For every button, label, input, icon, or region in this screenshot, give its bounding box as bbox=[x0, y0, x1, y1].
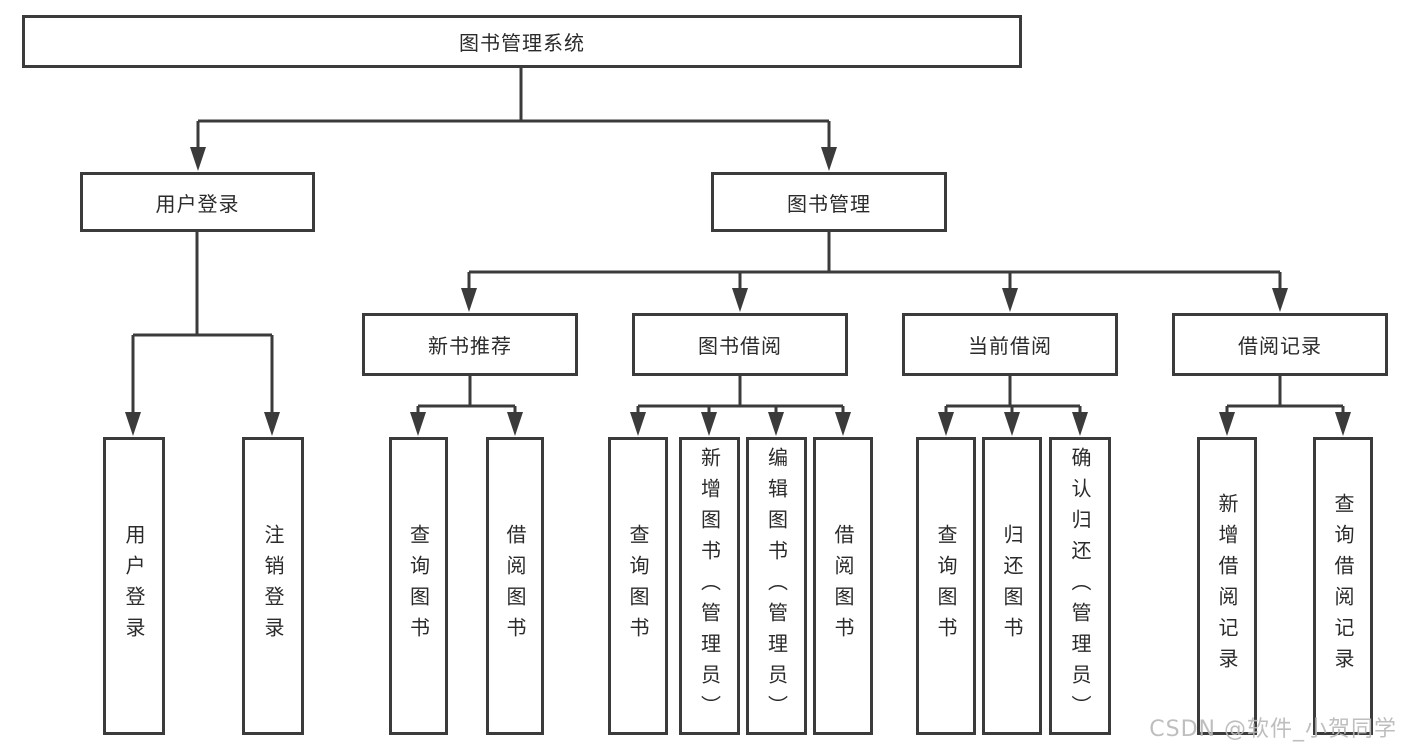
leaf-add-borrow-record: 新增借阅记录 bbox=[1197, 437, 1257, 735]
node-user-login: 用户登录 bbox=[80, 172, 315, 232]
leaf-query-borrow-record: 查询借阅记录 bbox=[1313, 437, 1373, 735]
node-user-login-label: 用户登录 bbox=[155, 191, 240, 216]
leaf-recommend-borrow-book: 借阅图书 bbox=[486, 437, 544, 735]
node-book-borrow: 图书借阅 bbox=[632, 313, 848, 376]
node-book-management-label: 图书管理 bbox=[787, 191, 871, 216]
leaf-current-query-book: 查询图书 bbox=[916, 437, 976, 735]
leaf-add-borrow-record-label: 新增借阅记录 bbox=[1215, 493, 1239, 679]
leaf-edit-book-admin-label: 编辑图书（管理员） bbox=[764, 446, 789, 726]
node-book-management: 图书管理 bbox=[711, 172, 947, 232]
leaf-recommend-query-book-label: 查询图书 bbox=[406, 524, 431, 648]
node-borrow-records: 借阅记录 bbox=[1172, 313, 1388, 376]
leaf-borrow-book: 借阅图书 bbox=[813, 437, 873, 735]
node-root: 图书管理系统 bbox=[22, 15, 1022, 68]
leaf-user-login-label: 用户登录 bbox=[122, 524, 146, 648]
node-book-borrow-label: 图书借阅 bbox=[698, 334, 782, 358]
node-new-book-recommend-label: 新书推荐 bbox=[428, 334, 512, 358]
leaf-confirm-return-admin-label: 确认归还（管理员） bbox=[1068, 446, 1092, 726]
leaf-add-book-admin-label: 新增图书（管理员） bbox=[697, 446, 722, 726]
node-root-label: 图书管理系统 bbox=[459, 31, 585, 55]
leaf-add-book-admin: 新增图书（管理员） bbox=[679, 437, 740, 735]
leaf-edit-book-admin: 编辑图书（管理员） bbox=[746, 437, 807, 735]
node-new-book-recommend: 新书推荐 bbox=[362, 313, 578, 376]
leaf-current-query-book-label: 查询图书 bbox=[934, 524, 958, 648]
node-current-borrow: 当前借阅 bbox=[902, 313, 1118, 376]
leaf-borrow-book-label: 借阅图书 bbox=[831, 524, 855, 648]
leaf-borrow-query-book: 查询图书 bbox=[608, 437, 668, 735]
leaf-recommend-borrow-book-label: 借阅图书 bbox=[503, 524, 527, 648]
leaf-return-book: 归还图书 bbox=[982, 437, 1042, 735]
leaf-confirm-return-admin: 确认归还（管理员） bbox=[1049, 437, 1111, 735]
leaf-logout: 注销登录 bbox=[242, 437, 304, 735]
leaf-return-book-label: 归还图书 bbox=[1000, 524, 1024, 648]
leaf-borrow-query-book-label: 查询图书 bbox=[626, 524, 650, 648]
node-borrow-records-label: 借阅记录 bbox=[1238, 334, 1322, 358]
leaf-recommend-query-book: 查询图书 bbox=[389, 437, 448, 735]
node-current-borrow-label: 当前借阅 bbox=[968, 334, 1052, 358]
csdn-watermark: CSDN @软件_小贺同学 bbox=[1149, 717, 1397, 742]
leaf-user-login: 用户登录 bbox=[103, 437, 165, 735]
leaf-query-borrow-record-label: 查询借阅记录 bbox=[1331, 493, 1355, 679]
leaf-logout-label: 注销登录 bbox=[261, 524, 285, 648]
